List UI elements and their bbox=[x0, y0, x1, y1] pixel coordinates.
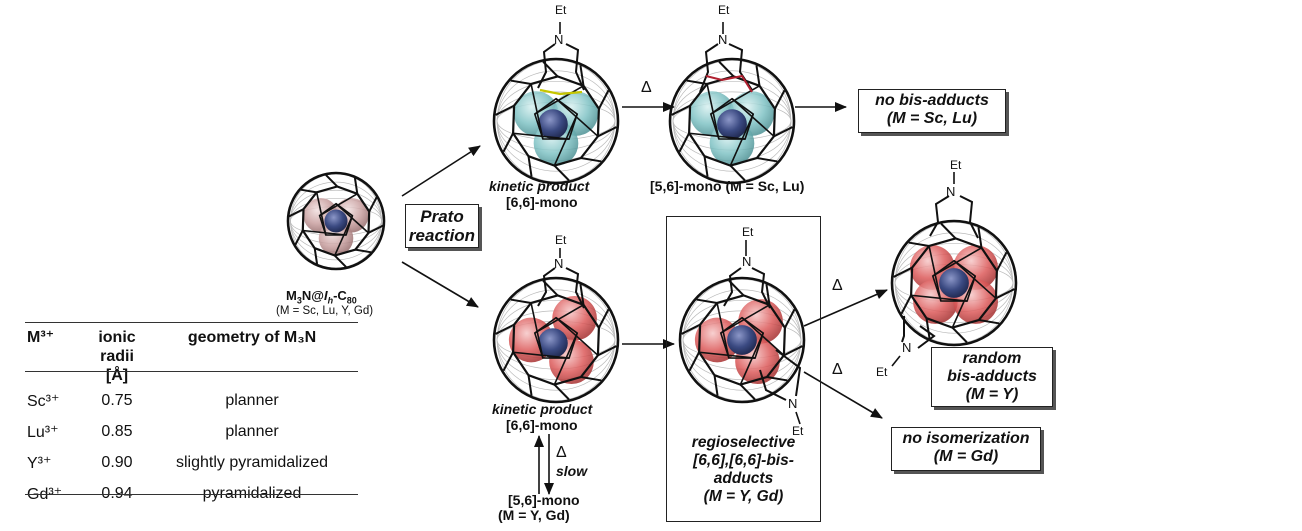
reactant-metals: (M = Sc, Lu, Y, Gd) bbox=[276, 305, 374, 317]
bottom-mono-cage bbox=[492, 276, 620, 404]
cell-ion: Y³⁺ bbox=[27, 454, 52, 472]
table-row: Sc³⁺ 0.75 planner bbox=[25, 385, 353, 416]
table-bottom-rule bbox=[25, 494, 358, 495]
random-line-1: random bbox=[962, 350, 1022, 367]
nitrogen-atom bbox=[727, 325, 757, 355]
top-mono-cage bbox=[492, 57, 620, 185]
prato-line-1: Prato bbox=[420, 207, 464, 226]
header-ionic-line-1: ionic bbox=[98, 329, 136, 346]
n-label-random-top: N bbox=[946, 184, 956, 199]
top-56-label: [5,6]-mono (M = Sc, Lu) bbox=[650, 178, 805, 194]
header-ion: M³⁺ bbox=[27, 329, 55, 346]
prato-reaction-box: Prato reaction bbox=[405, 204, 479, 248]
cell-radius: 0.90 bbox=[101, 453, 133, 471]
n-label-bottom-mono: N bbox=[554, 256, 564, 271]
regioselective-box bbox=[666, 216, 821, 522]
table-header-row: M³⁺ ionic radii [Å] geometry of M₃N bbox=[25, 328, 353, 385]
cell-geometry: pyramidalized bbox=[202, 484, 302, 502]
reactant-formula: M3N@Ih-C80 bbox=[286, 288, 357, 306]
table-header-rule bbox=[25, 371, 358, 372]
header-geometry: geometry of M₃N bbox=[187, 329, 317, 346]
cell-ion: Sc³⁺ bbox=[27, 392, 60, 410]
header-ionic-radii: ionic radii [Å] bbox=[83, 328, 151, 385]
n-label-top-56: N bbox=[718, 32, 728, 47]
nitrogen-atom bbox=[324, 209, 348, 233]
arrow-to-no-isomerization bbox=[803, 371, 883, 419]
no-bis-adducts-box: no bis-adducts (M = Sc, Lu) bbox=[858, 89, 1006, 133]
n-label-bis-top: N bbox=[742, 254, 752, 269]
cage-outline bbox=[890, 219, 1018, 347]
delta-random: Δ bbox=[832, 277, 843, 294]
cage-outline bbox=[678, 276, 806, 404]
regio-line-2: [6,6],[6,6]-bis- bbox=[693, 452, 794, 469]
table-row: Lu³⁺ 0.85 planner bbox=[25, 416, 353, 447]
table-row: Y³⁺ 0.90 slightly pyramidalized bbox=[25, 447, 353, 478]
cage-outline bbox=[492, 57, 620, 185]
delta-no-isomerization: Δ bbox=[832, 361, 843, 378]
no-isomerization-line-1: no isomerization bbox=[902, 430, 1030, 447]
no-isomerization-line-2: (M = Gd) bbox=[933, 448, 999, 465]
cage-outline bbox=[668, 57, 796, 185]
cell-radius: 0.85 bbox=[101, 422, 133, 440]
no-bis-line-1: no bis-adducts bbox=[875, 92, 989, 109]
n-label-bis-bottom: N bbox=[788, 396, 798, 411]
arrow-to-random bbox=[803, 289, 888, 327]
arrow-to-top-mono bbox=[401, 145, 481, 197]
top-kinetic-label: kinetic product bbox=[489, 178, 590, 194]
nitrogen-atom bbox=[538, 328, 568, 358]
nitrogen-atom bbox=[717, 109, 747, 139]
arrows bbox=[401, 102, 888, 495]
random-bis-adducts-box: random bis-adducts (M = Y) bbox=[931, 347, 1053, 407]
random-line-3: (M = Y) bbox=[965, 386, 1019, 403]
nitrogen-atom bbox=[939, 268, 969, 298]
bottom-56-line-1: [5,6]-mono bbox=[508, 492, 580, 508]
random-bis-cage bbox=[890, 219, 1018, 347]
cell-ion: Lu³⁺ bbox=[27, 423, 59, 441]
ionic-radii-table: M³⁺ ionic radii [Å] geometry of M₃N Sc³⁺… bbox=[25, 328, 353, 509]
table-top-rule bbox=[25, 322, 358, 323]
top-mono-label: [6,6]-mono bbox=[506, 194, 578, 210]
et-label-bottom-mono: Et bbox=[555, 233, 567, 247]
cell-geometry: planner bbox=[225, 391, 279, 409]
n-label-random-bottom: N bbox=[902, 340, 912, 355]
et-label-random-top: Et bbox=[950, 158, 962, 172]
cage-outline bbox=[286, 171, 386, 271]
cell-geometry: slightly pyramidalized bbox=[175, 453, 329, 471]
cell-radius: 0.75 bbox=[101, 391, 133, 409]
bottom-mono-label: [6,6]-mono bbox=[506, 417, 578, 433]
regio-line-4: (M = Y, Gd) bbox=[703, 488, 784, 505]
cell-radius: 0.94 bbox=[101, 484, 133, 502]
random-line-2: bis-adducts bbox=[947, 368, 1037, 385]
reactant-cage bbox=[286, 171, 386, 271]
n-label-top-mono: N bbox=[554, 32, 564, 47]
bond-56-highlight bbox=[705, 74, 753, 93]
et-label-top-mono: Et bbox=[555, 3, 567, 17]
regio-line-3: adducts bbox=[713, 470, 774, 487]
et-label-top-56: Et bbox=[718, 3, 730, 17]
cage-outline bbox=[492, 276, 620, 404]
arrow-to-bottom-mono bbox=[401, 261, 479, 308]
et-label-bis-bottom: Et bbox=[792, 424, 804, 438]
nitrogen-atom bbox=[538, 109, 568, 139]
et-label-random-bottom: Et bbox=[876, 365, 888, 379]
top-56-cage bbox=[668, 57, 796, 185]
bond-66-highlight bbox=[539, 88, 583, 96]
bottom-56-line-2: (M = Y, Gd) bbox=[498, 507, 570, 523]
cell-geometry: planner bbox=[225, 422, 279, 440]
bottom-kinetic-label: kinetic product bbox=[492, 401, 593, 417]
et-label-bis-top: Et bbox=[742, 225, 754, 239]
prato-line-2: reaction bbox=[408, 226, 476, 245]
regioselective-bis-cage bbox=[678, 276, 806, 404]
delta-top: Δ bbox=[641, 79, 652, 96]
no-bis-line-2: (M = Sc, Lu) bbox=[886, 110, 978, 127]
regio-line-1: regioselective bbox=[691, 434, 796, 451]
no-isomerization-box: no isomerization (M = Gd) bbox=[891, 427, 1041, 471]
delta-slow: Δ bbox=[556, 444, 567, 461]
header-ionic-line-2: radii [Å] bbox=[100, 348, 134, 384]
slow-label: slow bbox=[556, 463, 588, 479]
